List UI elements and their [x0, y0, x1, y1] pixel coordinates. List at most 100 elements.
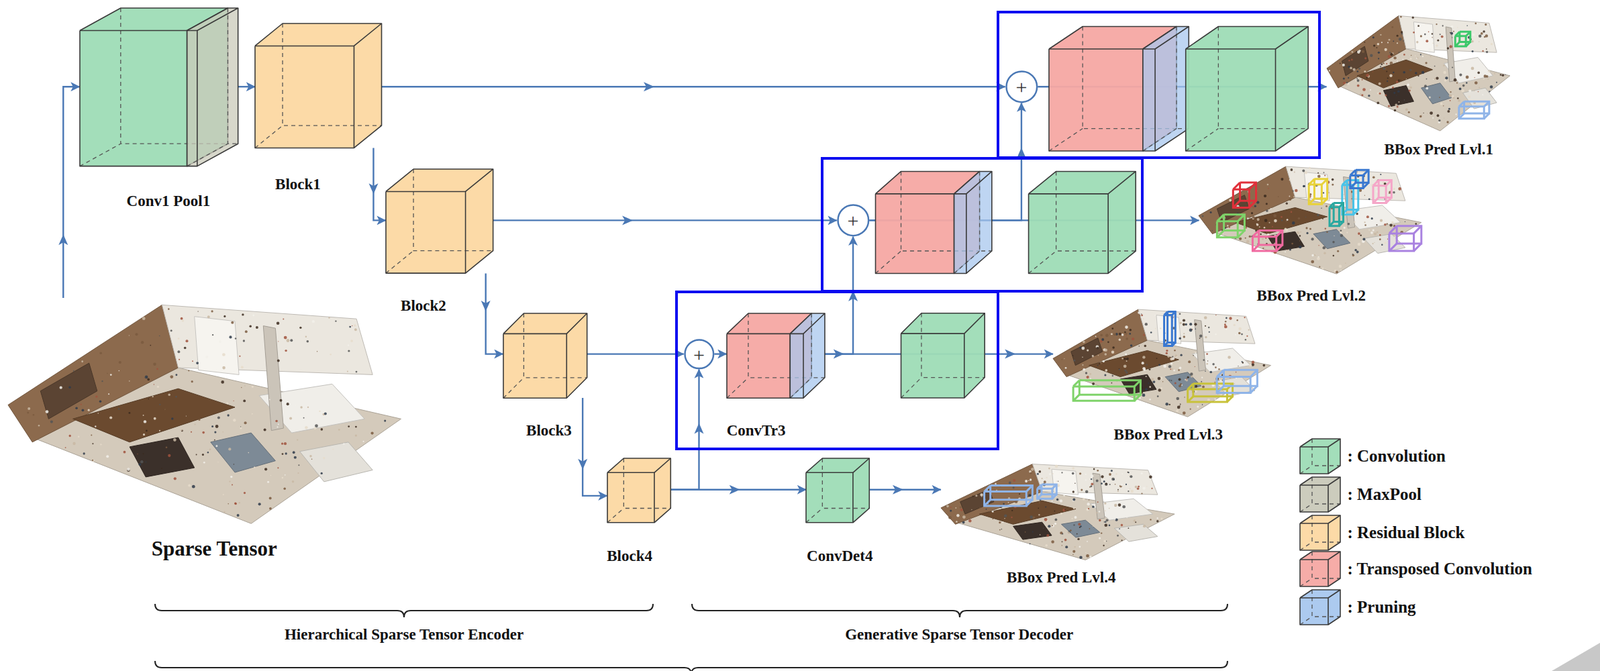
prediction-output: BBox Pred Lvl.3 [1053, 306, 1278, 421]
bbox-edge [1353, 210, 1359, 215]
cube-edge [1155, 26, 1189, 152]
point-sample [171, 417, 174, 420]
point-sample [1112, 346, 1115, 349]
point-sample [1181, 384, 1183, 386]
point-sample [959, 508, 963, 512]
point-sample [1073, 359, 1076, 362]
point-sample [971, 495, 974, 498]
point-sample [1104, 348, 1108, 353]
point-sample [1192, 355, 1194, 356]
residual-block: Block1 [255, 23, 382, 148]
cube-hidden-edge [1312, 477, 1341, 505]
cube-shape [1300, 438, 1341, 474]
point-sample [300, 406, 303, 409]
point-sample [1071, 467, 1075, 470]
point-sample [142, 433, 145, 436]
point-sample [1410, 55, 1411, 56]
point-sample [971, 509, 972, 511]
bbox-face [1253, 236, 1277, 252]
point-sample [1124, 353, 1127, 356]
point-sample [77, 436, 80, 438]
point-sample [1091, 506, 1094, 509]
transposed-conv-block: ConvTr3 [726, 313, 825, 398]
point-sample [1308, 167, 1311, 170]
point-sample [1126, 517, 1127, 519]
point-sample [1432, 42, 1434, 45]
point-sample [1037, 508, 1039, 510]
cube-hidden-edge [79, 143, 121, 166]
bbox-edge [1073, 380, 1080, 387]
point-sample [1189, 372, 1193, 376]
cube-edge [1028, 193, 1109, 274]
point-sample [1487, 78, 1489, 80]
point-sample [1441, 25, 1443, 27]
cube-edge [1300, 559, 1329, 587]
point-sample [1224, 325, 1228, 329]
point-sample [1111, 382, 1113, 384]
point-sample [240, 426, 241, 427]
scene-surface [1267, 231, 1305, 252]
point-sample [1321, 208, 1323, 210]
point-sample [1165, 352, 1168, 355]
point-sample [1393, 56, 1396, 60]
point-sample [1000, 528, 1003, 531]
cube-fill [1300, 589, 1341, 625]
cube-shape [1300, 515, 1341, 551]
point-sample [95, 395, 98, 398]
point-sample [81, 408, 85, 412]
bbox-edge [1465, 42, 1471, 47]
cube-edge [875, 193, 955, 274]
point-sample [1273, 214, 1278, 218]
point-sample [1322, 246, 1327, 250]
node-label: Sparse Tensor [151, 537, 278, 561]
point-sample [81, 360, 84, 363]
point-sample [304, 426, 309, 430]
point-sample [1447, 108, 1450, 111]
point-sample [1402, 59, 1403, 60]
point-sample [1419, 54, 1421, 56]
point-sample [1130, 489, 1134, 494]
point-sample [1088, 528, 1090, 530]
point-sample [1137, 311, 1140, 314]
point-sample [1444, 120, 1446, 122]
legend-swatch [1298, 588, 1342, 627]
point-sample [985, 508, 987, 511]
bbox-face [1240, 182, 1257, 201]
point-sample [69, 434, 72, 437]
cube-edge [79, 30, 188, 167]
point-sample [226, 402, 229, 405]
point-sample [320, 472, 323, 475]
point-sample [1193, 322, 1197, 326]
point-sample [1081, 364, 1084, 366]
point-sample [1444, 76, 1448, 80]
point-sample [1292, 190, 1294, 192]
point-sample [1136, 487, 1140, 491]
point-sample [1160, 387, 1163, 390]
flow-arrowhead [1004, 349, 1016, 360]
point-sample [1371, 71, 1374, 73]
point-sample [185, 339, 189, 343]
point-sample [244, 385, 246, 387]
point-sample [241, 313, 244, 316]
point-sample [1199, 334, 1203, 338]
point-sample [1482, 78, 1484, 80]
point-sample [1187, 360, 1191, 364]
point-sample [1409, 69, 1412, 72]
point-sample [1501, 74, 1505, 78]
point-sample [230, 475, 233, 478]
point-sample [1124, 357, 1127, 360]
point-sample [316, 351, 318, 352]
point-sample [128, 334, 130, 336]
point-sample [1354, 79, 1356, 82]
point-sample [1143, 368, 1147, 372]
cube-hidden-edge [1312, 515, 1341, 543]
point-sample [145, 429, 148, 432]
node-label: BBox Pred Lvl.3 [1114, 426, 1224, 443]
point-sample [1352, 254, 1355, 257]
point-sample [1182, 319, 1186, 323]
point-sample [1080, 489, 1083, 492]
point-sample [1386, 77, 1388, 80]
point-sample [1467, 95, 1471, 98]
point-sample [1314, 254, 1317, 257]
point-sample [1130, 344, 1133, 347]
